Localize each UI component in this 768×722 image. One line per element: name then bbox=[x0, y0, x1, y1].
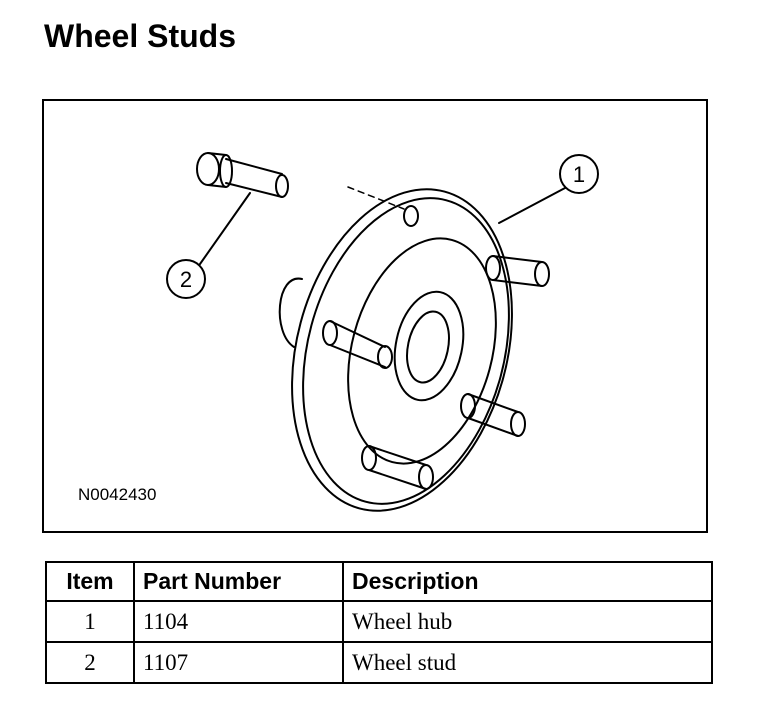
cell-part-number: 1107 bbox=[133, 641, 344, 684]
table-header-row: Item Part Number Description bbox=[45, 561, 713, 602]
exploded-view-drawing: 1 2 bbox=[166, 152, 599, 512]
header-item: Item bbox=[45, 561, 135, 602]
hub-flange-outer bbox=[291, 188, 513, 512]
wheel-stud-bottom-right bbox=[460, 393, 526, 437]
hub-pilot-outer bbox=[393, 290, 465, 402]
hub-inner-face bbox=[347, 237, 497, 465]
stud-hole bbox=[403, 205, 419, 227]
callout-2-circle bbox=[166, 259, 206, 299]
hub-pilot-bore bbox=[406, 310, 450, 384]
header-part-number: Part Number bbox=[133, 561, 344, 602]
loose-wheel-stud bbox=[196, 152, 289, 198]
cell-item: 1 bbox=[45, 600, 135, 643]
callout-2-label: 2 bbox=[180, 267, 192, 292]
parts-table: Item Part Number Description 1 1104 Whee… bbox=[45, 561, 713, 684]
wheel-hub-illustration: 1 2 N0042430 bbox=[42, 99, 708, 533]
stud-insert-line bbox=[347, 186, 405, 210]
header-description: Description bbox=[342, 561, 713, 602]
callout-2-leader bbox=[199, 192, 251, 265]
wheel-stud-left bbox=[322, 320, 393, 369]
wheel-stud-bottom bbox=[361, 445, 434, 490]
wheel-stud-top-right bbox=[485, 255, 550, 287]
callout-1-circle bbox=[559, 154, 599, 194]
callout-1-label: 1 bbox=[573, 162, 585, 187]
cell-description: Wheel hub bbox=[342, 600, 713, 643]
figure-id: N0042430 bbox=[78, 485, 157, 504]
callout-1-leader bbox=[498, 187, 566, 224]
table-row: 2 1107 Wheel stud bbox=[45, 641, 713, 684]
cell-part-number: 1104 bbox=[133, 600, 344, 643]
cell-item: 2 bbox=[45, 641, 135, 684]
hub-rear-boss bbox=[278, 277, 303, 348]
cell-description: Wheel stud bbox=[342, 641, 713, 684]
page-title: Wheel Studs bbox=[44, 18, 237, 54]
table-row: 1 1104 Wheel hub bbox=[45, 600, 713, 643]
hub-flange-rim bbox=[302, 197, 510, 505]
